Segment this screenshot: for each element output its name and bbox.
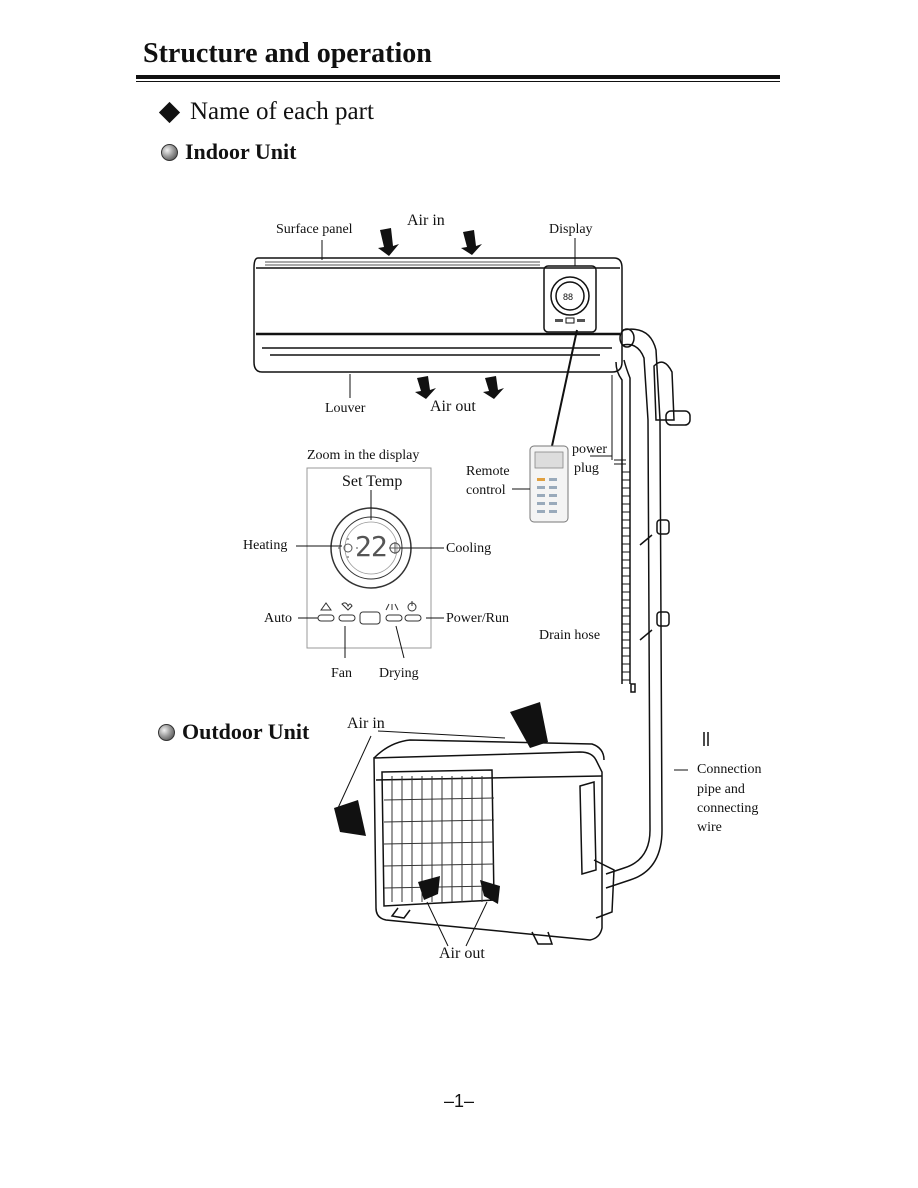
page-number: –1– — [443, 1091, 475, 1111]
pipe-clips — [639, 519, 670, 641]
surface-panel-grille — [265, 261, 540, 266]
ball-bullet-icon — [158, 723, 175, 741]
indoor-leader-lines — [321, 238, 576, 398]
display-label: Display — [549, 222, 593, 237]
title-rule-thin — [136, 81, 780, 82]
outdoor-unit-heading-text: Outdoor Unit — [182, 719, 310, 744]
indoor-air-in-label: Air in — [407, 212, 445, 229]
outdoor-unit-heading: Outdoor Unit — [158, 719, 309, 745]
title-rule — [136, 75, 780, 79]
temperature-value: 22 — [355, 530, 388, 563]
outdoor-air-out-label: Air out — [439, 945, 485, 962]
outdoor-fan-grille — [383, 776, 495, 902]
drain-hose-label: Drain hose — [539, 628, 601, 643]
outdoor-air-in-label: Air in — [347, 715, 385, 732]
display-zoom-panel — [306, 467, 432, 649]
page-title: Structure and operation — [143, 38, 432, 69]
display-mini-digits: 88 — [563, 292, 573, 302]
indoor-unit-heading: Indoor Unit — [161, 139, 296, 165]
cooling-label: Cooling — [446, 541, 492, 556]
fan-label: Fan — [331, 666, 352, 681]
heating-icon — [338, 538, 358, 558]
mode-indicators — [317, 601, 422, 625]
power-run-label: Power/Run — [446, 611, 509, 626]
air-out-arrows — [415, 376, 504, 399]
drying-label: Drying — [379, 666, 419, 681]
remote-control-label-1: Remote — [466, 464, 510, 479]
indoor-air-out-label: Air out — [430, 398, 476, 415]
drain-hose-ribs — [622, 471, 630, 681]
pipe-bracket — [653, 361, 691, 426]
set-temp-label: Set Temp — [342, 473, 403, 490]
louver-label: Louver — [325, 401, 366, 416]
power-plug — [590, 375, 626, 465]
remote-control-drawing — [512, 329, 578, 523]
heating-label: Heating — [243, 538, 288, 553]
remote-control-label-2: control — [466, 483, 506, 498]
drain-hose — [615, 359, 636, 693]
ball-bullet-icon — [161, 143, 178, 161]
power-plug-label-1: power — [572, 442, 607, 457]
connection-label-4: wire — [697, 820, 722, 835]
subheading: Name of each part — [158, 98, 374, 126]
connection-pipe — [605, 328, 663, 889]
air-in-arrows — [378, 228, 482, 256]
indoor-unit-body — [253, 257, 623, 373]
outdoor-leader-lines — [337, 730, 688, 947]
power-plug-label-2: plug — [574, 461, 599, 476]
connection-label-2: pipe and — [697, 782, 745, 797]
cooling-icon — [389, 542, 401, 554]
connection-label-1: Connection — [697, 762, 762, 777]
connection-symbol-icon — [703, 732, 709, 746]
connection-label-3: connecting — [697, 801, 759, 816]
subheading-text: Name of each part — [190, 98, 374, 125]
auto-label: Auto — [264, 611, 292, 626]
zoom-leader-lines — [296, 545, 444, 659]
zoom-display-title: Zoom in the display — [307, 448, 420, 463]
indoor-unit-heading-text: Indoor Unit — [185, 139, 297, 164]
outdoor-air-arrows — [334, 702, 548, 904]
surface-panel-label: Surface panel — [276, 222, 353, 237]
